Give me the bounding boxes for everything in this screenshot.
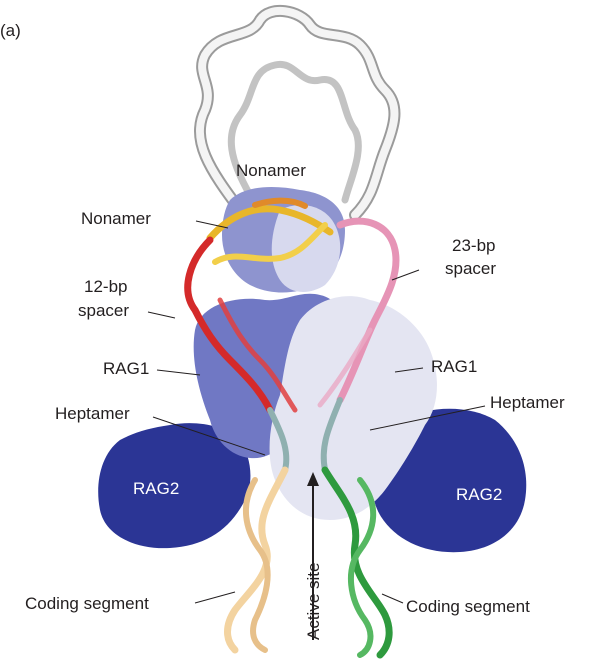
dna-loop xyxy=(194,4,401,221)
rag1-right-domain xyxy=(269,296,437,520)
label-heptamer-left: Heptamer xyxy=(55,404,130,423)
label-rag2-right: RAG2 xyxy=(456,485,502,504)
nonamer-dna xyxy=(206,197,334,265)
label-rag2-left: RAG2 xyxy=(133,479,179,498)
label-active-site: Active site xyxy=(304,563,323,640)
label-12bp-spacer-line2: spacer xyxy=(78,301,129,320)
label-coding-segment-left: Coding segment xyxy=(25,594,149,613)
label-nonamer-top: Nonamer xyxy=(236,161,306,180)
label-coding-segment-right: Coding segment xyxy=(406,597,530,616)
label-nonamer-left: Nonamer xyxy=(81,209,151,228)
leader-lines xyxy=(147,220,486,604)
label-12bp-spacer-line1: 12-bp xyxy=(84,277,127,296)
coding-segment-right-dna xyxy=(321,466,393,659)
label-23bp-spacer-line2: spacer xyxy=(445,259,496,278)
label-heptamer-right: Heptamer xyxy=(490,393,565,412)
panel-label: (a) xyxy=(0,21,21,40)
spacer-12bp-dna xyxy=(184,236,298,414)
coding-segment-left-dna xyxy=(224,466,289,654)
active-site-arrow xyxy=(307,472,319,640)
label-rag1-right: RAG1 xyxy=(431,357,477,376)
heptamer-dna xyxy=(267,397,343,473)
rag2-left-lobe xyxy=(98,423,251,549)
label-23bp-spacer-line1: 23-bp xyxy=(452,236,495,255)
spacer-23bp-dna xyxy=(317,217,400,408)
label-rag1-left: RAG1 xyxy=(103,359,149,378)
